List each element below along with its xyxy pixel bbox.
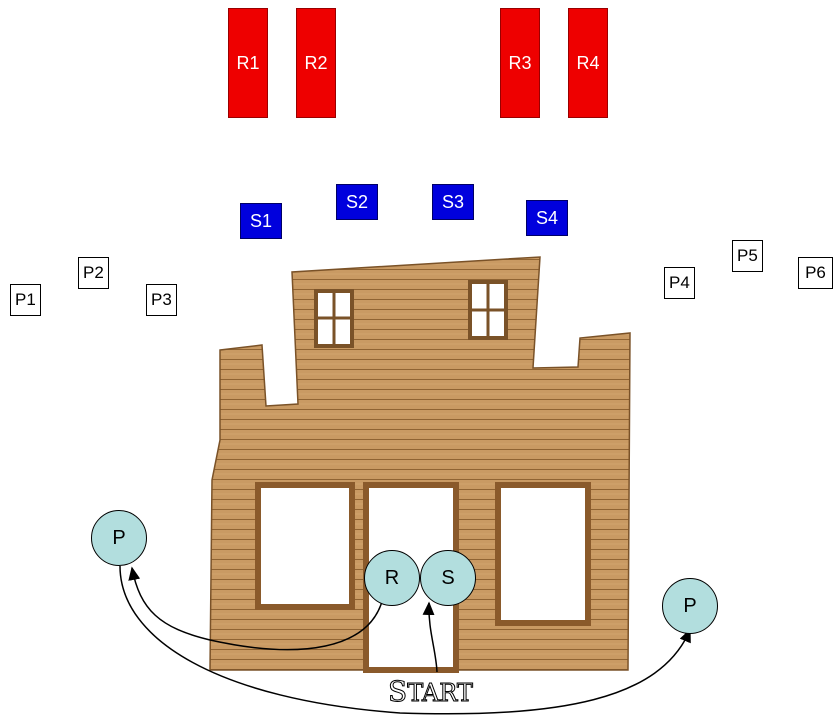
box-p6: P6 <box>798 257 833 289</box>
arrow-r-to-left-p <box>128 566 384 651</box>
circle-r: R <box>364 550 420 606</box>
lower-window-right <box>495 482 591 626</box>
circle-p-left: P <box>91 510 147 566</box>
lower-window-left <box>255 482 355 610</box>
rect-r1: R1 <box>228 8 268 118</box>
rect-r4: R4 <box>568 8 608 118</box>
box-p5: P5 <box>732 240 763 272</box>
start-label: START <box>387 675 473 709</box>
square-s1: S1 <box>240 203 282 239</box>
square-s4: S4 <box>526 200 568 236</box>
box-p3: P3 <box>146 284 177 316</box>
box-p4: P4 <box>664 267 695 299</box>
arrow-start-to-s <box>422 601 438 673</box>
circle-s: S <box>420 550 476 606</box>
square-s3: S3 <box>432 184 474 220</box>
upper-window-right <box>468 280 508 340</box>
box-p2: P2 <box>78 257 109 289</box>
rect-r2: R2 <box>296 8 336 118</box>
box-p1: P1 <box>10 284 41 316</box>
arrow-left-p-to-right-p <box>119 565 691 715</box>
rect-r3: R3 <box>500 8 540 118</box>
square-s2: S2 <box>336 184 378 220</box>
upper-window-left <box>314 289 354 348</box>
circle-p-right: P <box>662 578 718 634</box>
